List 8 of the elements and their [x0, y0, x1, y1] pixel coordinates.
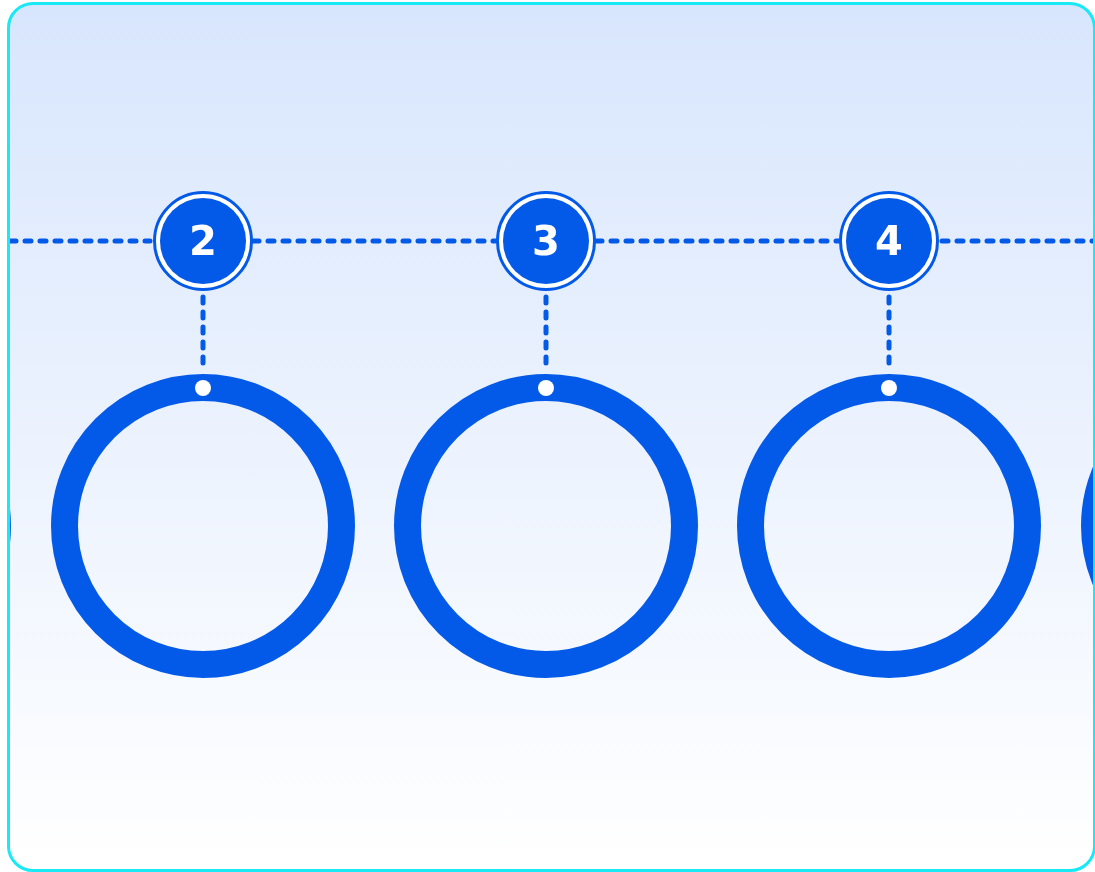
step-number: 2	[189, 221, 217, 261]
ring-circle	[737, 374, 1041, 678]
step-number: 4	[875, 221, 903, 261]
dotted-connector	[939, 238, 1093, 244]
ring-circle	[394, 374, 698, 678]
step-number: 3	[532, 221, 560, 261]
ring-circle	[51, 374, 355, 678]
dotted-connector	[10, 238, 153, 244]
